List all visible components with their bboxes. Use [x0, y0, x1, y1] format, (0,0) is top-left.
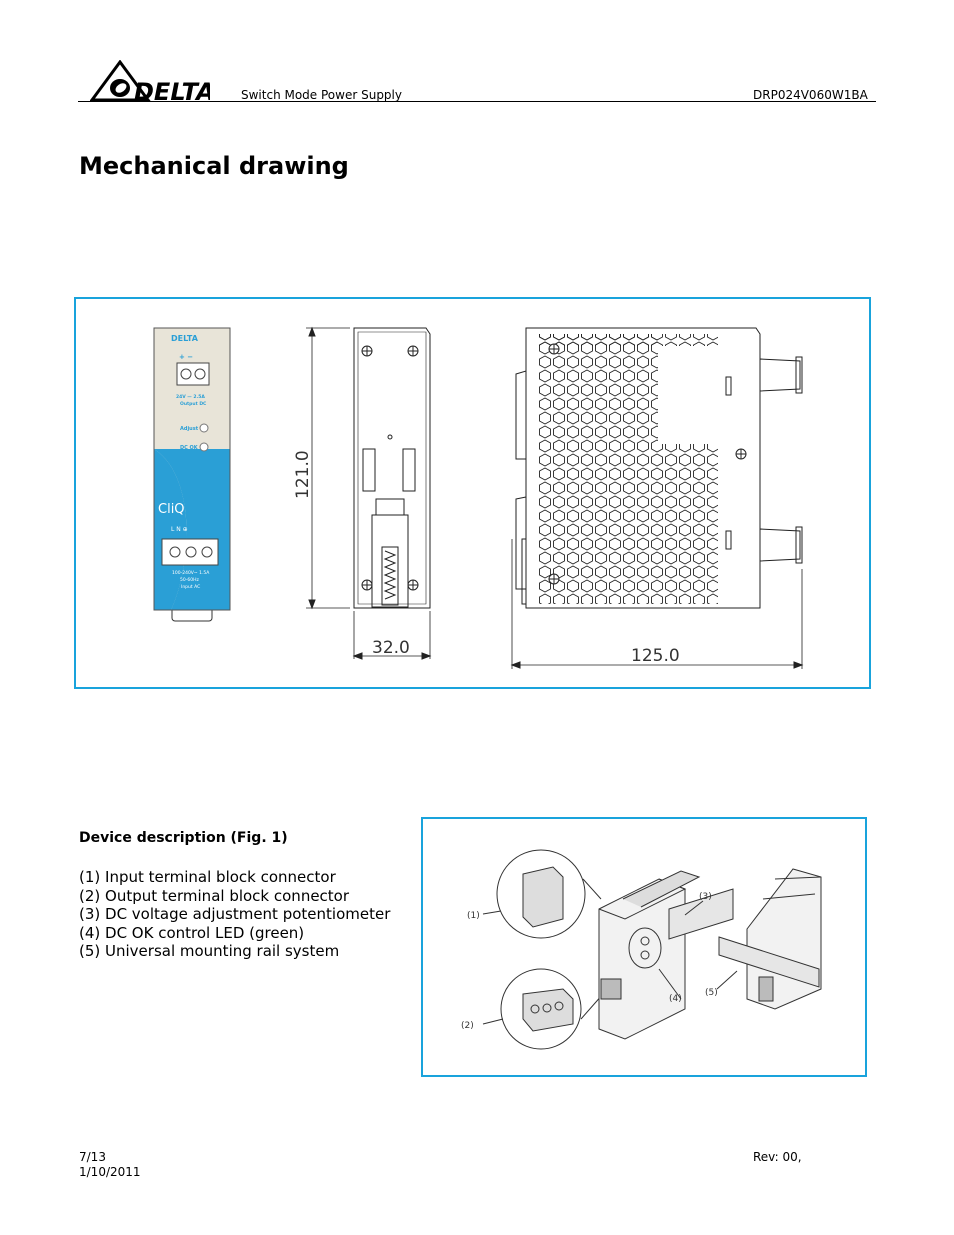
list-item: (1) Input terminal block connector	[79, 868, 336, 886]
front-label-input-terminals: L N ⊕	[171, 526, 188, 533]
footer-revision: Rev: 00,	[753, 1150, 802, 1164]
front-label-output-rating: 24V — 2.5A	[176, 394, 205, 400]
list-item: (2) Output terminal block connector	[79, 886, 350, 905]
device-figure: (1) (2) (3) (4) (5)	[461, 849, 822, 1050]
header-divider	[78, 101, 876, 102]
delta-logo: DELTA	[89, 59, 215, 106]
front-label-input-name: Input AC	[181, 584, 200, 590]
side-view	[510, 327, 804, 669]
header-product-type: Switch Mode Power Supply	[241, 88, 402, 102]
front-label-brand: DELTA	[171, 334, 199, 343]
footer-left: 7/13 1/10/2011	[79, 1150, 141, 1180]
device-description-title: Device description (Fig. 1)	[79, 830, 288, 846]
mechanical-drawing: DELTA + − 24V — 2.5A Output DC Adjust DC…	[153, 326, 804, 669]
front-label-dc-ok: DC OK	[180, 445, 199, 451]
dim-height-label: 121.0	[293, 450, 313, 499]
dim-width-label: 32.0	[372, 638, 410, 658]
list-item: (5) Universal mounting rail system	[79, 942, 340, 960]
device-description-list: (1) Input terminal block connector (2) O…	[79, 868, 390, 961]
logo-text: DELTA	[134, 78, 210, 102]
front-label-series: CliQ	[158, 502, 185, 517]
front-view: DELTA + − 24V — 2.5A Output DC Adjust DC…	[153, 327, 231, 622]
page-title: Mechanical drawing	[79, 152, 349, 180]
callout-5: (5)	[705, 988, 718, 998]
mechanical-drawing-frame: DELTA + − 24V — 2.5A Output DC Adjust DC…	[74, 297, 871, 689]
dim-depth-label: 125.0	[631, 646, 680, 666]
header-model: DRP024V060W1BA	[753, 88, 868, 102]
callout-1: (1)	[467, 911, 480, 921]
front-label-input-freq: 50-60Hz	[180, 577, 199, 583]
list-item: (3) DC voltage adjustment potentiometer	[79, 905, 391, 923]
callout-4: (4)	[669, 994, 682, 1004]
list-item: (4) DC OK control LED (green)	[79, 923, 305, 942]
figure-1-frame: (1) (2) (3) (4) (5)	[421, 817, 867, 1077]
front-label-input-rating: 100-240V~ 1.5A	[172, 570, 210, 576]
front-label-polarity: + −	[179, 353, 193, 361]
back-view	[306, 326, 432, 660]
callout-2: (2)	[461, 1021, 474, 1031]
callout-3: (3)	[699, 892, 712, 902]
front-label-output-name: Output DC	[180, 401, 207, 407]
page-number: 7/13	[79, 1150, 106, 1164]
footer-date: 1/10/2011	[79, 1165, 141, 1179]
front-label-adjust: Adjust	[180, 426, 199, 432]
